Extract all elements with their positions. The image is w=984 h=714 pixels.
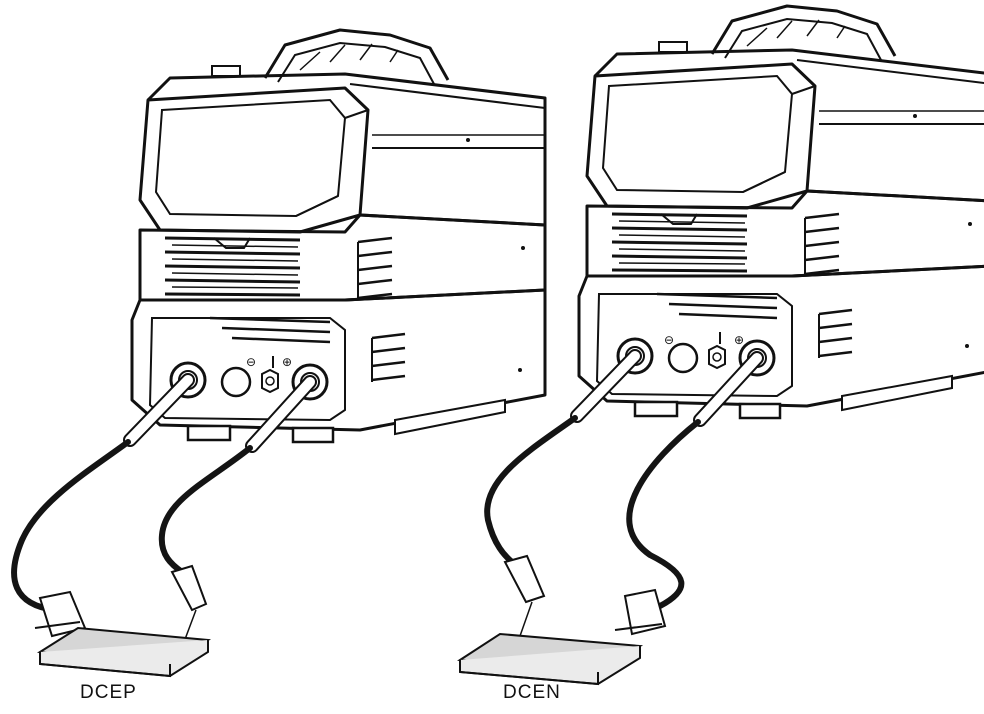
- cable-right-a: [484, 349, 642, 565]
- dcep-caption: DCEP: [80, 682, 137, 703]
- positive-terminal-mark-right: ⊕: [734, 333, 744, 347]
- ground-clamp-right: [614, 588, 667, 636]
- negative-terminal-mark-right: ⊖: [664, 333, 674, 347]
- cable-right-b: [626, 351, 764, 609]
- electrode-holder-right: [503, 554, 546, 637]
- dcen-caption: DCEN: [503, 682, 561, 703]
- workpiece-left: [36, 626, 212, 678]
- workpiece-right: [457, 632, 644, 686]
- positive-terminal-mark-left: ⊕: [282, 355, 292, 369]
- cable-left-b: [158, 375, 317, 575]
- negative-terminal-mark-left: ⊖: [246, 355, 256, 369]
- cable-left-a: [11, 373, 195, 613]
- electrode-holder-left: [170, 564, 208, 643]
